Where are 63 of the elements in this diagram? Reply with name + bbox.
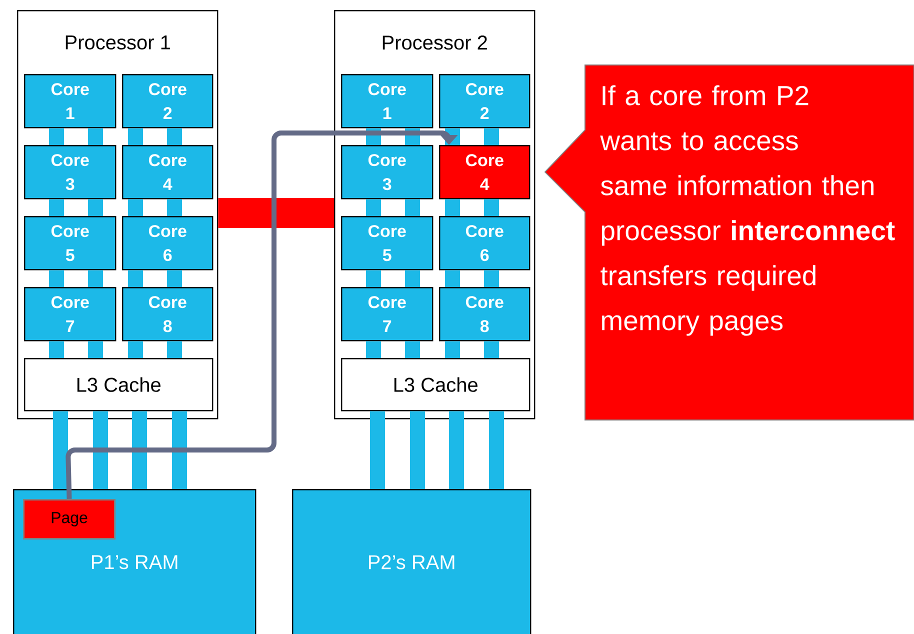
bus-line	[172, 411, 187, 489]
bus-line	[88, 341, 103, 358]
bus-line	[484, 270, 499, 287]
cache-box: L3 Cache	[341, 358, 530, 412]
bus-line	[128, 199, 143, 216]
bus-line	[484, 128, 499, 145]
bus-line	[366, 341, 381, 358]
bus-line	[410, 411, 425, 489]
bus-line	[93, 411, 108, 489]
bus-line	[445, 128, 460, 145]
bus-line	[405, 128, 420, 145]
core-box: Core 1	[341, 74, 434, 128]
core-box: Core 4	[122, 145, 214, 200]
bus-line	[445, 270, 460, 287]
core-box: Core 6	[122, 216, 214, 270]
bus-line	[366, 128, 381, 145]
bus-line	[484, 199, 499, 216]
bus-line	[489, 411, 504, 489]
core-box: Core 7	[24, 287, 116, 342]
core-box: Core 7	[341, 287, 434, 342]
bus-line	[128, 270, 143, 287]
bus-line	[49, 199, 64, 216]
bus-line	[88, 270, 103, 287]
core-box: Core 2	[122, 74, 214, 128]
core-box: Core 2	[439, 74, 530, 128]
bus-line	[370, 411, 385, 489]
core-box: Core 1	[24, 74, 116, 128]
cache-box: L3 Cache	[24, 358, 214, 412]
bus-line	[128, 128, 143, 145]
core-box: Core 3	[24, 145, 116, 200]
bus-line	[167, 341, 182, 358]
bus-line	[88, 199, 103, 216]
page-box: Page	[23, 499, 116, 540]
ram-box: P2’s RAM	[292, 489, 532, 634]
core-box: Core 4	[439, 145, 530, 200]
bus-line	[484, 341, 499, 358]
bus-line	[49, 270, 64, 287]
bus-line	[445, 199, 460, 216]
bus-line	[366, 270, 381, 287]
bus-line	[167, 128, 182, 145]
bus-line	[167, 270, 182, 287]
core-box: Core 8	[439, 287, 530, 342]
interconnect-bar	[218, 198, 334, 228]
bus-line	[449, 411, 464, 489]
bus-line	[49, 128, 64, 145]
core-box: Core 5	[341, 216, 434, 270]
bus-line	[128, 341, 143, 358]
core-box: Core 6	[439, 216, 530, 270]
bus-line	[405, 199, 420, 216]
bus-line	[405, 341, 420, 358]
core-box: Core 5	[24, 216, 116, 270]
bus-line	[53, 411, 68, 489]
core-box: Core 3	[341, 145, 434, 200]
arrow	[66, 130, 458, 500]
bus-line	[445, 341, 460, 358]
bus-line	[49, 341, 64, 358]
bus-line	[405, 270, 420, 287]
bus-line	[366, 199, 381, 216]
core-box: Core 8	[122, 287, 214, 342]
bus-line	[88, 128, 103, 145]
bus-line	[132, 411, 147, 489]
bus-line	[167, 199, 182, 216]
callout: If a core from P2 wants to access same information then processor interconnect transfers required memory pages	[544, 64, 914, 420]
